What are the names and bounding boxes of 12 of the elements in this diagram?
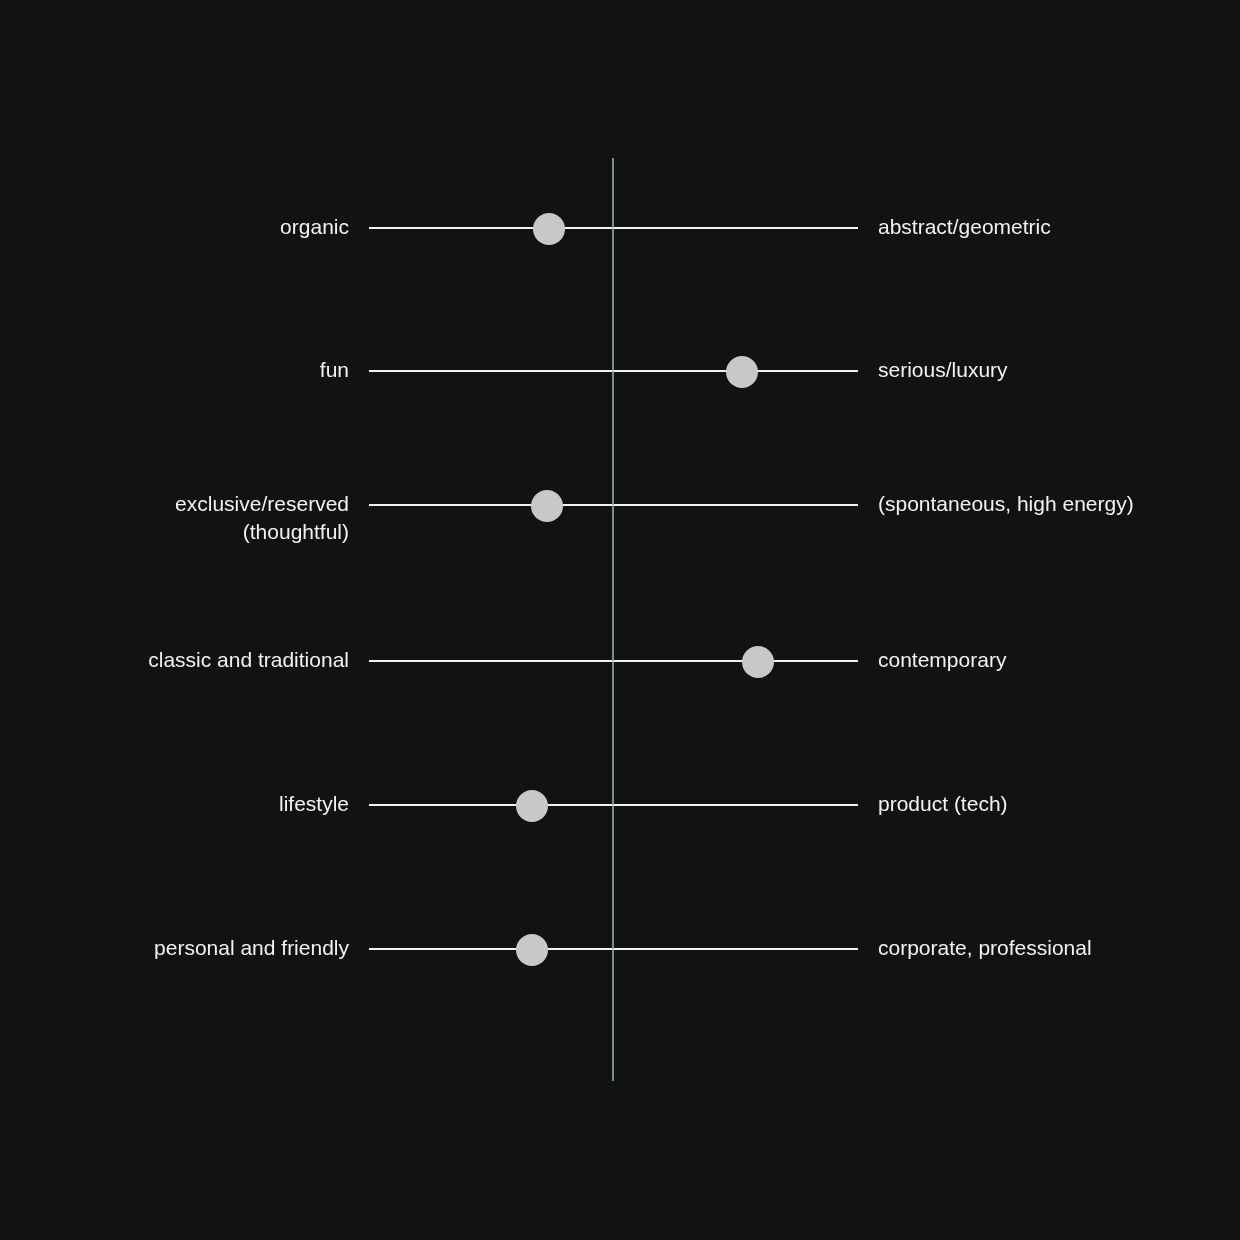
scale-label: abstract/geometric	[878, 214, 1052, 240]
scale-label: corporate, professional	[878, 935, 1093, 961]
scale-label: contemporary	[878, 647, 1008, 673]
scale-label: product (tech)	[878, 791, 1009, 817]
scale-label: classic and traditional	[147, 647, 349, 673]
scale-label: fun	[318, 357, 349, 383]
scale-label: lifestyle	[277, 791, 349, 817]
scale-label: organic	[279, 214, 349, 240]
scale-label: exclusive/reserved (thoughtful)	[174, 491, 349, 545]
scale-label: personal and friendly	[153, 935, 349, 961]
scale-label: (spontaneous, high energy)	[878, 491, 1135, 517]
scale-label: serious/luxury	[878, 357, 1009, 383]
